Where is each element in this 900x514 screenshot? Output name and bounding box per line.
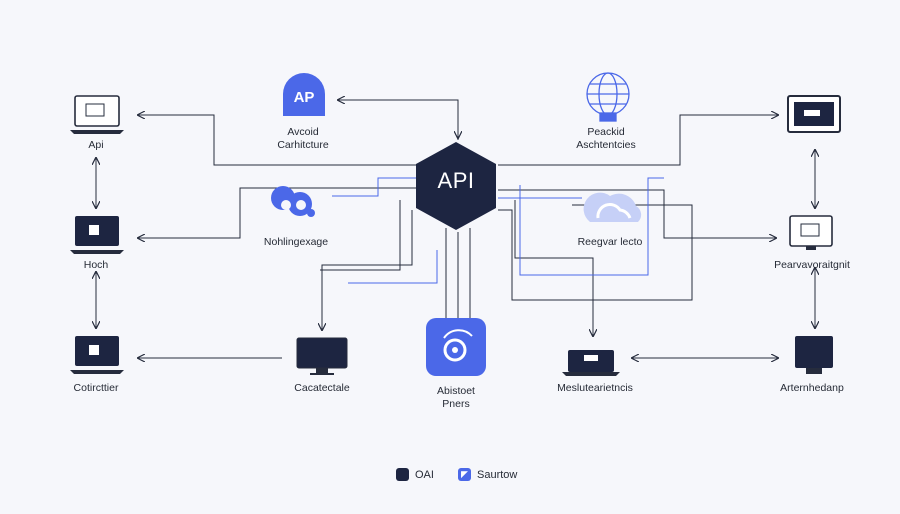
connector-hub-left-mesh [320,200,401,271]
api-hub-hexagon[interactable] [416,142,496,230]
laptop-icon-mid-right [562,350,620,376]
node-label-left-top: Api [88,139,104,151]
legend-swatch-blue: ◤ [458,468,471,481]
laptop-icon-left-mid [70,216,124,254]
monitor-icon-mid [296,337,348,375]
node-label-gear-2: Pners [442,398,470,410]
legend-label-0: OAI [415,468,434,481]
legend-item-1: ◤ Saurtow [458,468,517,481]
connectors-blue [332,177,664,284]
legend-item-0: OAI [396,468,434,481]
node-label-right-bot: Arternhedanp [780,382,844,394]
connector-hub-left-top [138,115,416,166]
connector-hub-blue-right [519,177,664,276]
legend-swatch-dark [396,468,409,481]
node-label-right-mid: Pearvavoraitgnit [774,259,850,271]
node-label-monitor-mid: Cacatectale [294,382,350,394]
connector-hub-right-mid [498,189,776,238]
node-label-laptop-mid: Meslutearietncis [557,382,633,394]
node-label-cloud-gear: Nohlingexage [263,236,329,248]
laptop-icon-left-bot [70,336,124,374]
cloud-gear-icon [271,186,315,217]
connectors [96,100,815,358]
node-label-globe-2: Aschtentcies [576,139,636,151]
node-label-left-mid: Hoch [83,259,109,271]
node-label-left-bot: Cotircttier [73,382,119,394]
connector-hub-ap [338,100,459,140]
connector-cloud-gear-hub [332,177,416,197]
legend-label-1: Saurtow [477,468,518,481]
connector-hub-blue-left [348,250,438,284]
connector-hub-right-mesh [498,204,693,301]
connector-hub-laptop-mid [514,200,593,336]
node-label-ap-1: Avcoid [287,126,319,138]
globe-icon [586,72,630,122]
connector-hub-left-mid [138,187,416,238]
api-hub-label: API [437,168,475,193]
cloud-icon [583,192,642,222]
node-label-globe-1: Peackid [587,126,625,138]
ap-cloud-icon [283,73,325,116]
connector-hub-right-top [498,115,778,166]
ap-icon-label: AP [293,89,315,106]
connector-hub-monitor-mid [322,210,413,330]
laptop-icon-left-top [70,95,124,134]
node-label-gear-1: Abistoet [437,385,475,397]
node-label-ap-2: Carhitcture [277,139,329,151]
monitor-icon-right-top [787,95,841,133]
monitor-icon-right-bot [795,336,833,374]
monitor-icon-right-mid [789,215,833,250]
node-label-cloud: Reegvar lecto [577,236,643,248]
gear-app-icon [426,318,486,376]
